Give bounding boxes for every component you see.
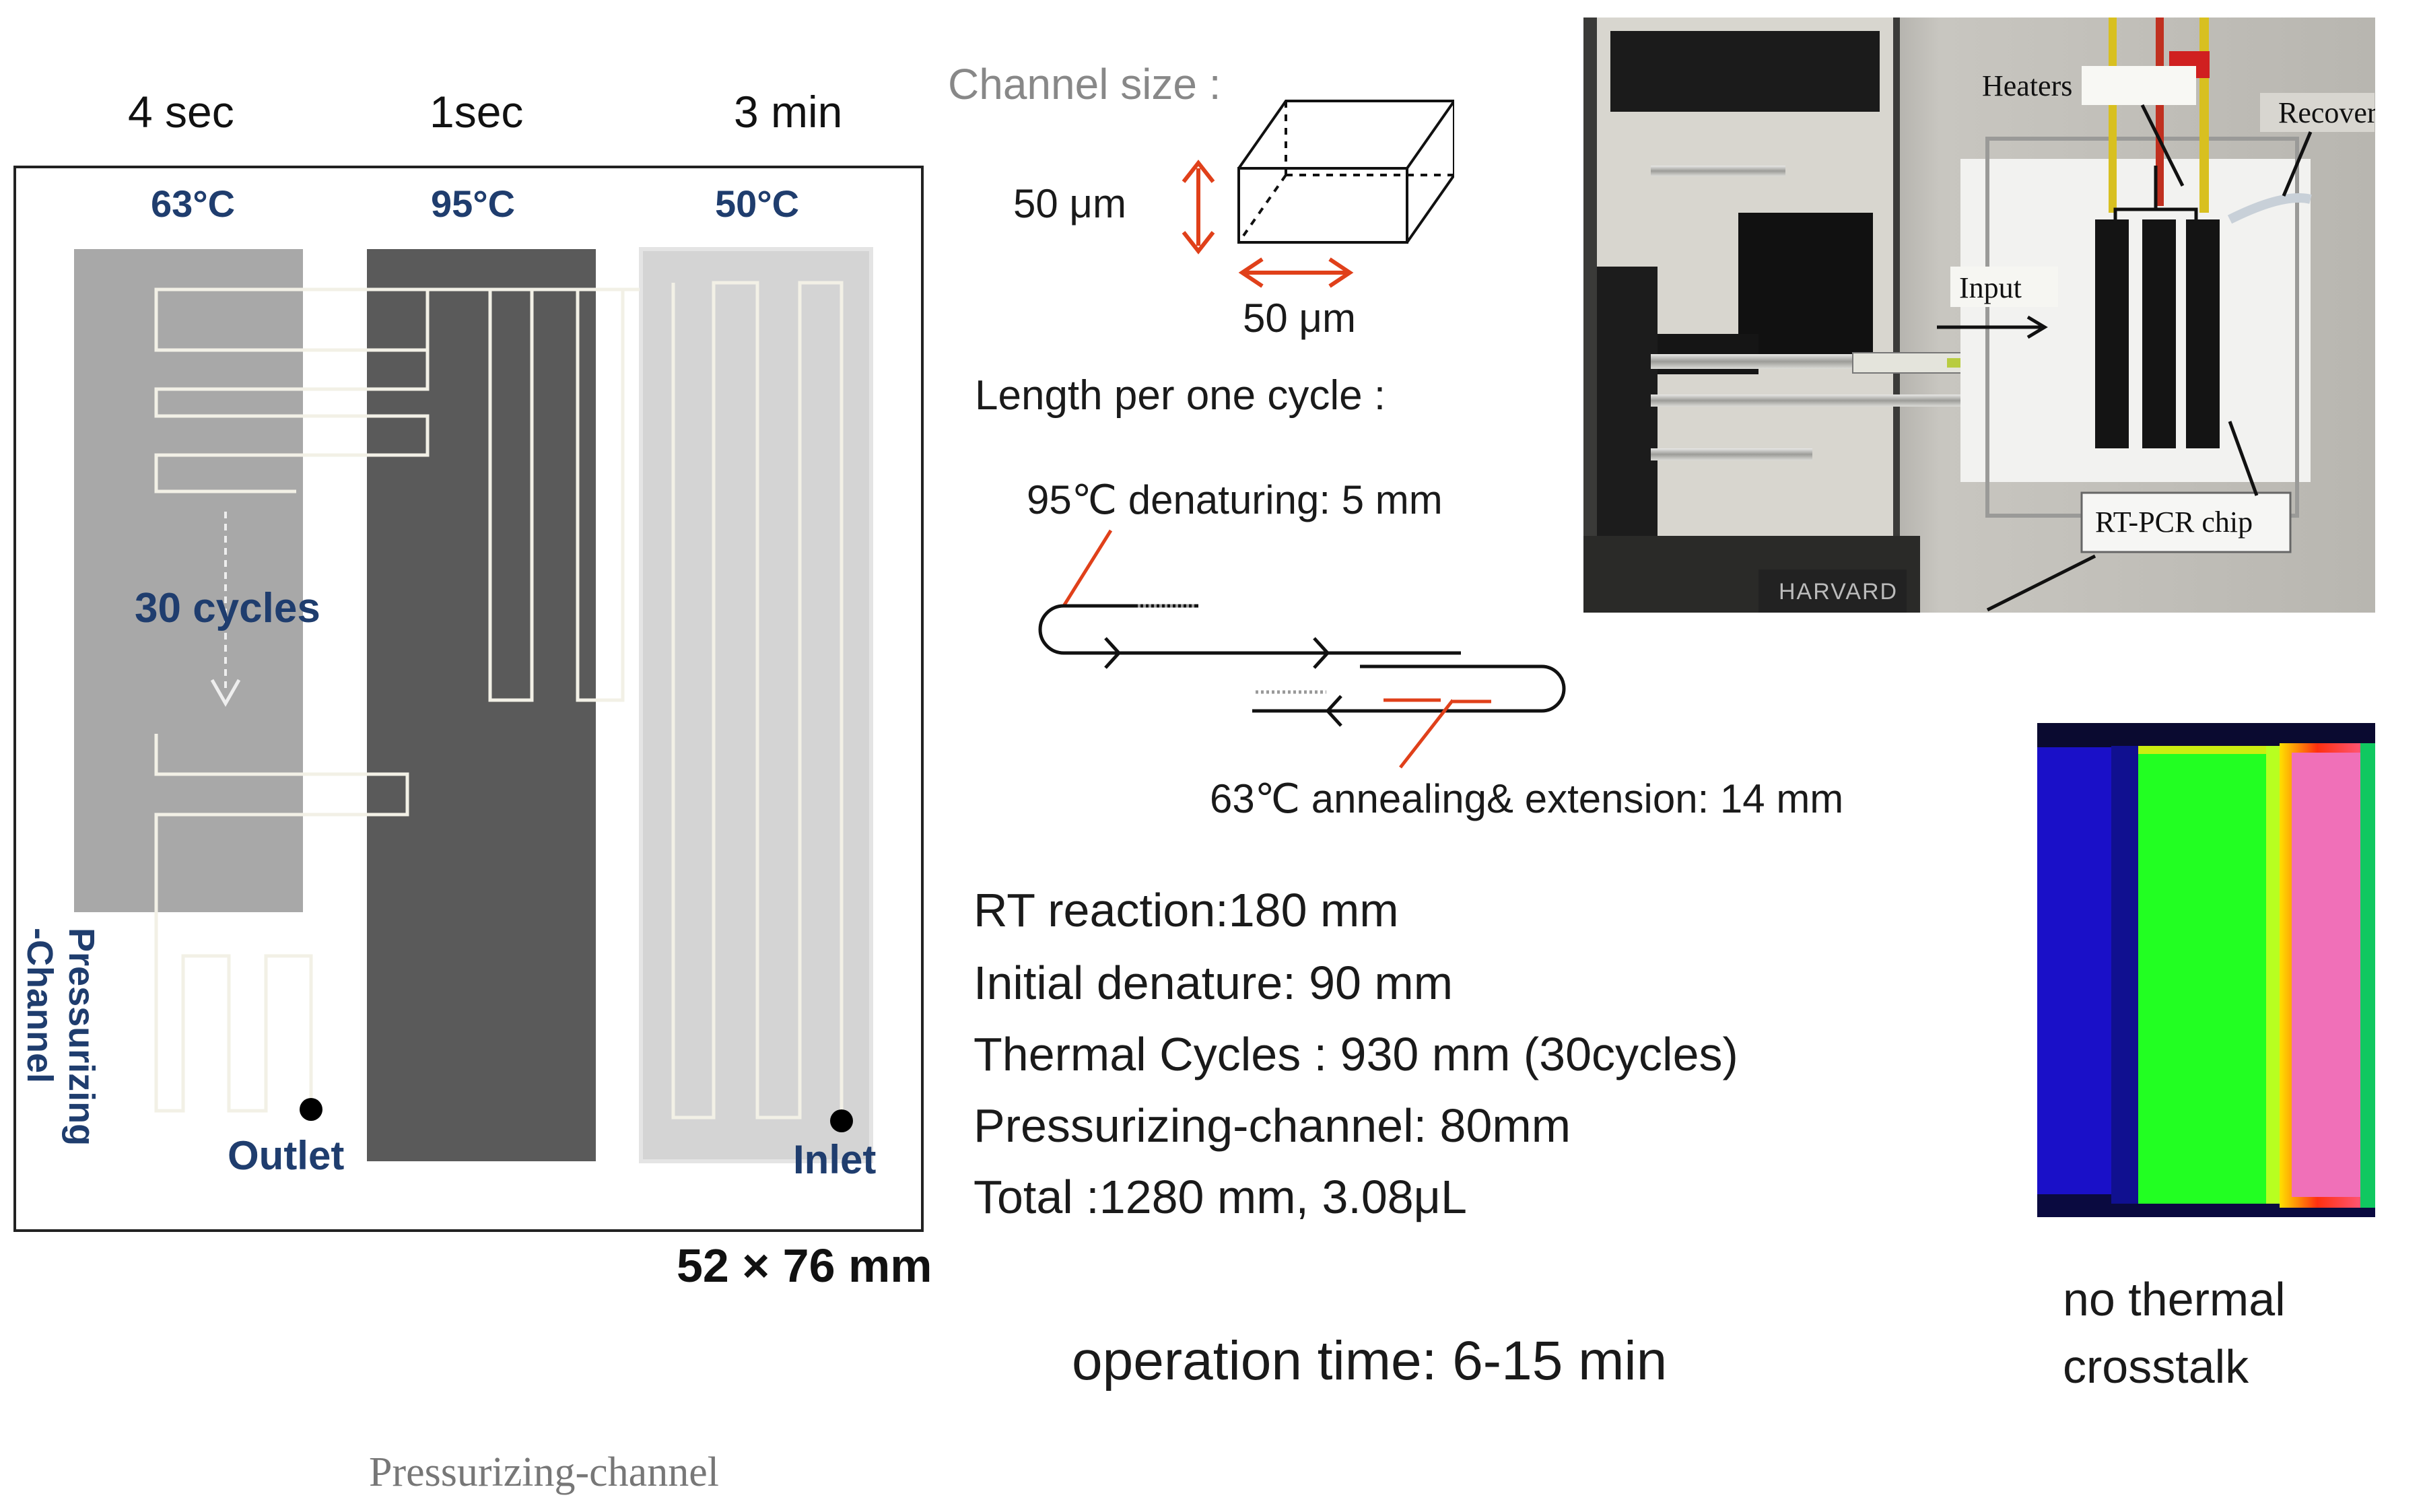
thermal-caption-1: no thermal bbox=[2063, 1273, 2286, 1326]
photo-label-recovery: Recovery bbox=[2278, 96, 2375, 129]
photo-brand: HARVARD bbox=[1779, 579, 1899, 605]
anneal-pointer bbox=[1399, 699, 1454, 769]
time-95: 1sec bbox=[430, 87, 524, 137]
device-photo: Heaters Recovery Input RT-PCR chip HARVA… bbox=[1583, 18, 2375, 613]
channel-size-title: Channel size : bbox=[948, 60, 1221, 108]
inlet-dot bbox=[830, 1109, 853, 1132]
summary-pressurizing: Pressurizing-channel: 80mm bbox=[974, 1099, 1571, 1152]
cycle-loop-diagram bbox=[1038, 529, 1566, 727]
zone-95 bbox=[367, 249, 596, 1161]
chip-outline bbox=[13, 166, 924, 1232]
channel-height: 50 μm bbox=[1013, 181, 1126, 226]
cycles-arrowhead bbox=[210, 679, 241, 708]
temp-63: 63°C bbox=[151, 182, 236, 225]
thermal-caption-2: crosstalk bbox=[2063, 1340, 2249, 1393]
inlet-label: Inlet bbox=[793, 1137, 877, 1182]
temp-95: 95°C bbox=[431, 182, 516, 225]
pressurizing-label: Pressurizing -Channel bbox=[20, 928, 102, 1146]
thermal-map bbox=[2037, 723, 2375, 1217]
photo-label-chip: RT-PCR chip bbox=[2095, 506, 2253, 539]
photo-label-heaters: Heaters bbox=[1982, 69, 2073, 102]
channel-width: 50 μm bbox=[1243, 296, 1356, 341]
cycles-label: 30 cycles bbox=[135, 585, 320, 631]
operation-time: operation time: 6-15 min bbox=[1072, 1330, 1668, 1391]
summary-total: Total :1280 mm, 3.08μL bbox=[974, 1171, 1467, 1223]
length-title: Length per one cycle : bbox=[975, 372, 1386, 419]
anneal-label: 63℃ annealing& extension: 14 mm bbox=[1210, 776, 1844, 821]
chip-size-label: 52 × 76 mm bbox=[677, 1239, 932, 1292]
time-63: 4 sec bbox=[128, 87, 234, 137]
device-photo-art bbox=[1583, 18, 2375, 613]
summary-cycles: Thermal Cycles : 930 mm (30cycles) bbox=[974, 1028, 1738, 1080]
time-50: 3 min bbox=[734, 87, 843, 137]
channel-cube bbox=[1182, 100, 1454, 288]
summary-denature: Initial denature: 90 mm bbox=[974, 957, 1454, 1009]
denature-label: 95℃ denaturing: 5 mm bbox=[1027, 477, 1443, 522]
outlet-label: Outlet bbox=[228, 1133, 345, 1178]
temp-50: 50°C bbox=[715, 182, 800, 225]
thermal-image bbox=[2037, 723, 2375, 1217]
summary-rt: RT reaction:180 mm bbox=[974, 884, 1399, 936]
zone-63 bbox=[74, 249, 303, 912]
serpentine-channel bbox=[154, 281, 844, 1120]
chip-caption: Pressurizing-channel bbox=[369, 1449, 719, 1495]
photo-label-input: Input bbox=[1959, 271, 2022, 304]
outlet-dot bbox=[300, 1098, 322, 1121]
